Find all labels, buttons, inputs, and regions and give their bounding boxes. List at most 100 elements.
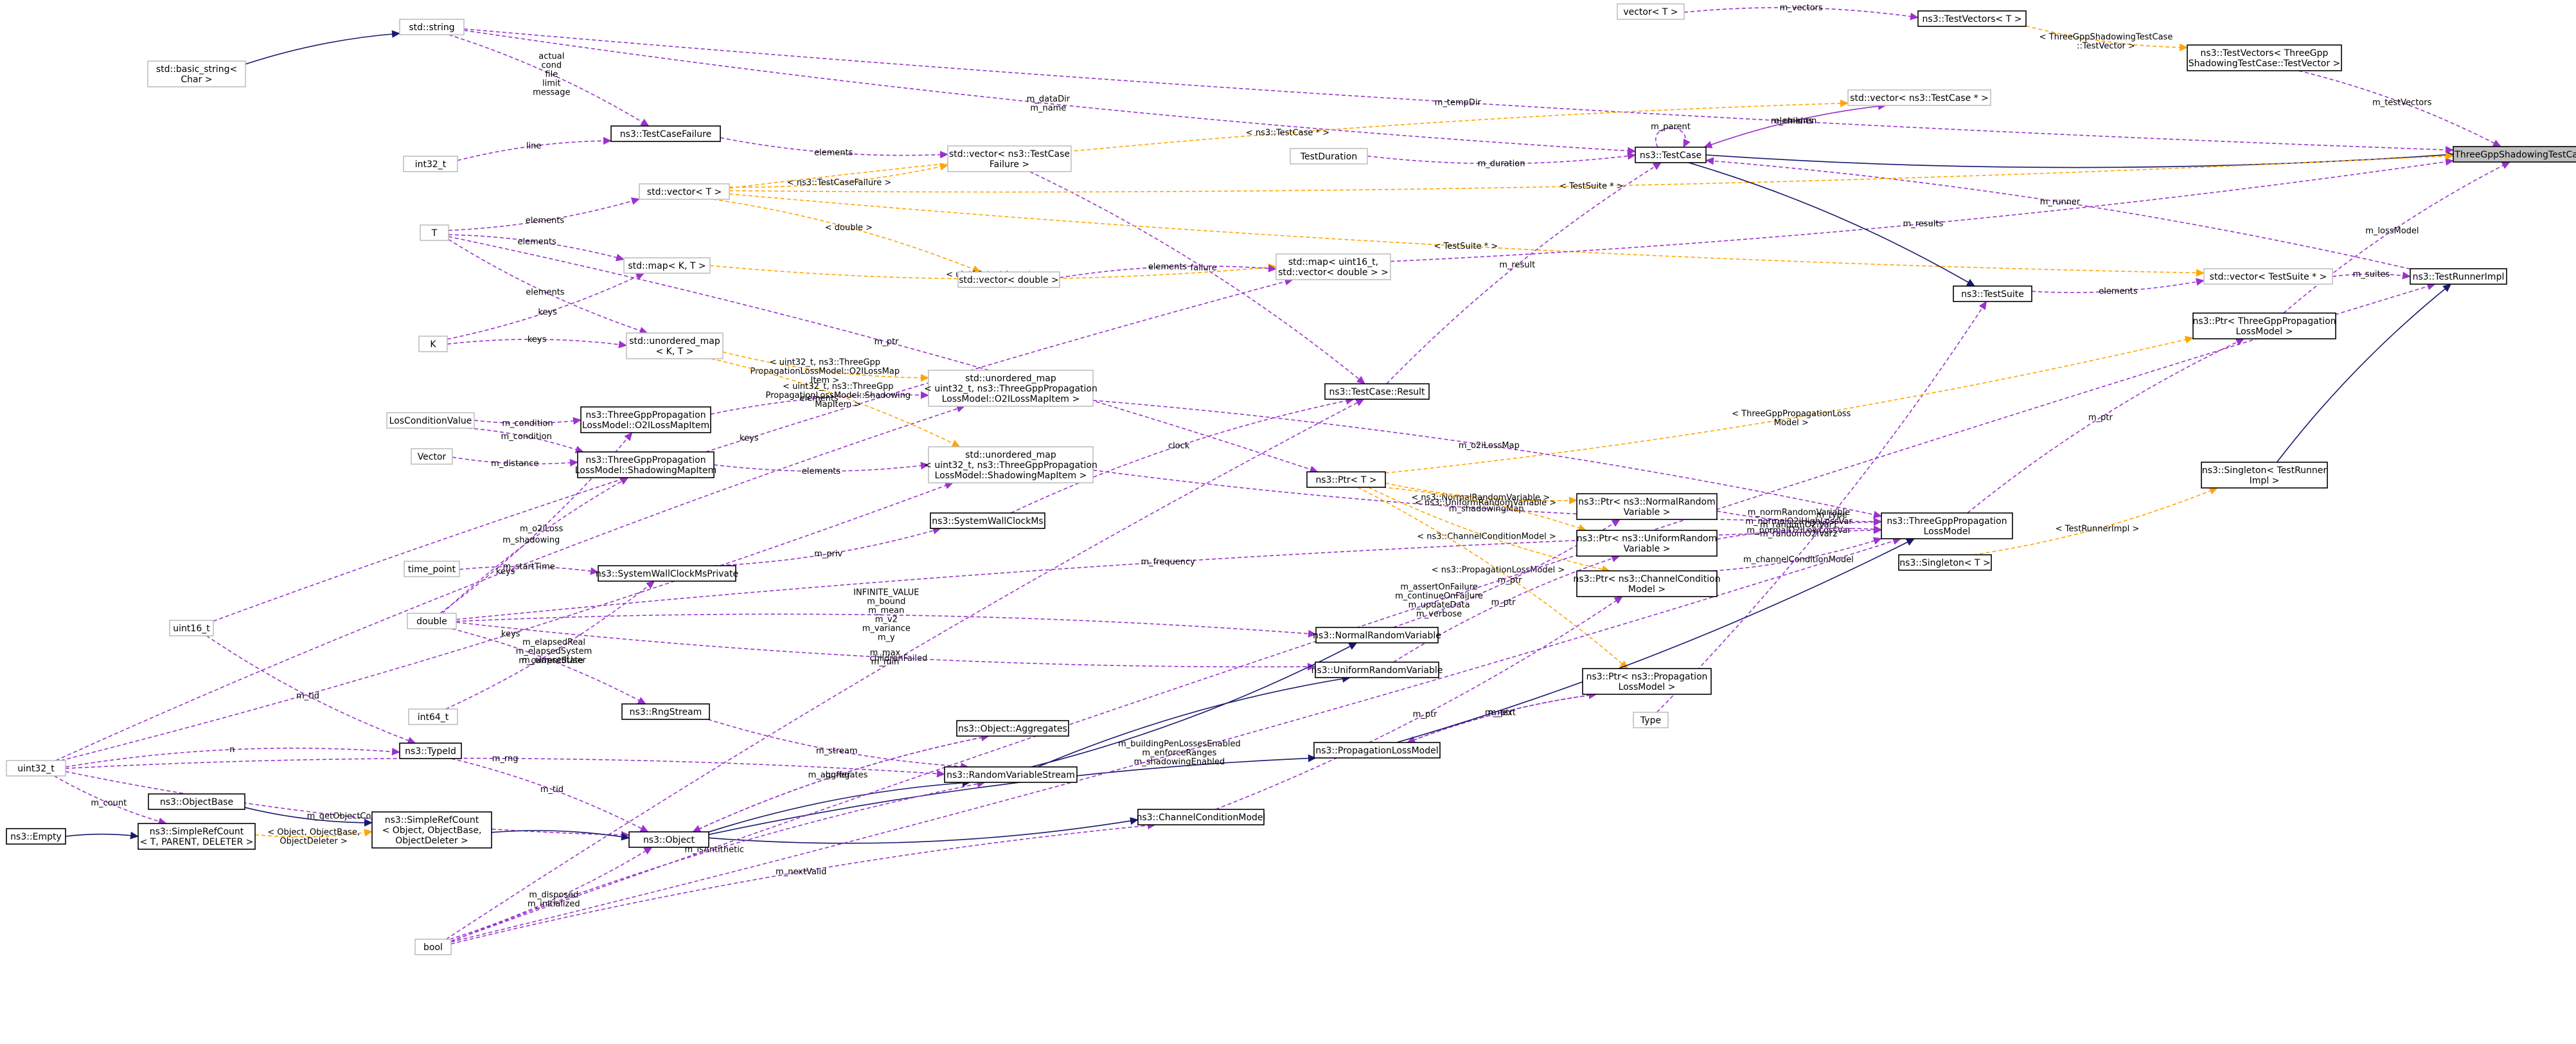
node-label-line: ns3::Empty (10, 832, 62, 842)
node-TestRunnerImpl[interactable]: ns3::TestRunnerImpl (2410, 268, 2507, 285)
edge-stdvecT-to-vecTCF: < ns3::TestCaseFailure > (729, 163, 948, 188)
node-NormalRV[interactable]: ns3::NormalRandomVariable (1313, 627, 1441, 644)
node-label-line: std::vector< double > > (1278, 267, 1389, 278)
node-Vector[interactable]: Vector (411, 448, 453, 465)
node-SRCgeneric[interactable]: ns3::SimpleRefCount< T, PARENT, DELETER … (138, 823, 256, 850)
node-TCResult[interactable]: ns3::TestCase::Result (1324, 383, 1430, 400)
node-TypeId[interactable]: ns3::TypeId (399, 742, 462, 759)
edge-line (441, 477, 629, 614)
edge-label: m_tid (296, 691, 319, 701)
node-SRCobject[interactable]: ns3::SimpleRefCount< Object, ObjectBase,… (371, 811, 492, 849)
node-TestCaseFailure[interactable]: ns3::TestCaseFailure (610, 125, 721, 142)
node-label: ns3::PropagationLossModel (1315, 746, 1438, 756)
node-label-line: ns3::SystemWallClockMs (932, 516, 1043, 526)
edge-label-line: m_verbose (1416, 609, 1462, 619)
node-umapShad[interactable]: std::unordered_map< uint32_t, ns3::Three… (924, 446, 1097, 483)
node-label: std::vector< ns3::TestCase * > (1850, 93, 1989, 104)
edge-label: < ns3::ChannelConditionModel > (1417, 532, 1556, 541)
node-label: int32_t (415, 159, 447, 170)
node-string[interactable]: std::string (399, 19, 465, 35)
node-bool[interactable]: bool (414, 939, 452, 955)
edge-label: < TestSuite * > (1434, 242, 1498, 251)
node-PtrT[interactable]: ns3::Ptr< T > (1306, 471, 1386, 488)
edge-line (1703, 105, 1886, 148)
node-ThreeGppShadowingTestCase[interactable]: ThreeGppShadowingTestCase (2453, 146, 2576, 163)
node-uint32[interactable]: uint32_t (6, 760, 66, 777)
node-Type[interactable]: Type (1633, 712, 1669, 728)
node-umapO2i[interactable]: std::unordered_map< uint32_t, ns3::Three… (924, 370, 1097, 407)
node-mapKT[interactable]: std::map< K, T > (623, 257, 711, 274)
edge-label: keys (538, 308, 557, 318)
node-TestSuite[interactable]: ns3::TestSuite (1953, 285, 2032, 302)
node-mapU16[interactable]: std::map< uint16_t,std::vector< double >… (1275, 253, 1391, 280)
edge-label-line: m_v2 (875, 615, 898, 625)
node-TestCase[interactable]: ns3::TestCase (1635, 147, 1707, 163)
node-box (1633, 712, 1669, 728)
node-TestVectorsT[interactable]: ns3::TestVectors< T > (1917, 10, 2027, 27)
edge-label-line: m_suites (2353, 269, 2390, 279)
node-ObjectBase[interactable]: ns3::ObjectBase (148, 793, 245, 810)
node-int32[interactable]: int32_t (403, 156, 458, 172)
edge-label: line (526, 141, 541, 151)
edge-label: n (229, 745, 235, 755)
node-double[interactable]: double (407, 613, 457, 629)
node-TestDuration[interactable]: TestDuration (1290, 148, 1368, 165)
node-T[interactable]: T (420, 224, 449, 241)
edge-line (448, 197, 640, 231)
node-uint16[interactable]: uint16_t (169, 620, 214, 636)
edge-label-line: m_stream (816, 746, 858, 756)
node-WallPriv[interactable]: ns3::SystemWallClockMsPrivate (596, 565, 738, 582)
node-label-line: std::vector< T > (647, 187, 722, 197)
node-PropLoss[interactable]: ns3::PropagationLossModel (1313, 742, 1441, 759)
node-label: uint32_t (17, 764, 55, 774)
node-box (626, 332, 724, 359)
node-RngStream[interactable]: ns3::RngStream (621, 703, 710, 720)
edge-label-line: < Object, ObjectBase, (267, 828, 360, 838)
node-WallClock[interactable]: ns3::SystemWallClockMs (930, 512, 1045, 529)
node-vecdouble[interactable]: std::vector< double > (957, 271, 1060, 288)
edge-label-line: clock (1168, 442, 1190, 451)
node-LosConditionValue[interactable]: LosConditionValue (386, 412, 475, 429)
node-Object[interactable]: ns3::Object (628, 831, 709, 848)
edge-label: m_frequency (1141, 557, 1196, 567)
edge-label: keys (740, 434, 759, 444)
node-box (1898, 554, 1992, 571)
node-RVStream[interactable]: ns3::RandomVariableStream (944, 766, 1078, 783)
node-Aggregates[interactable]: ns3::Object::Aggregates (956, 720, 1069, 737)
node-stdvecT[interactable]: std::vector< T > (639, 183, 730, 200)
node-box (1315, 662, 1439, 678)
edge-ObjectBase-to-SRCobject (244, 807, 373, 827)
node-umapKT[interactable]: std::unordered_map< K, T > (626, 332, 724, 359)
node-label-line: ns3::ThreeGppPropagation (1887, 516, 2007, 526)
node-basic_string[interactable]: std::basic_string<Char > (147, 60, 246, 87)
node-UniformRV[interactable]: ns3::UniformRandomVariable (1311, 662, 1443, 678)
node-int64[interactable]: int64_t (408, 708, 458, 725)
edge-TestRunnerImpl-to-TestCase: m_runner (1705, 157, 2411, 270)
node-vecTCptr[interactable]: std::vector< ns3::TestCase * > (1847, 89, 1991, 106)
node-vecTestSuite[interactable]: std::vector< TestSuite * > (2203, 268, 2333, 285)
node-timepoint[interactable]: time_point (404, 561, 460, 577)
node-label-line: std::unordered_map (965, 450, 1056, 460)
edge-label: < double > (825, 223, 873, 233)
edge-label-line: m_testVectors (2372, 98, 2432, 108)
node-Empty[interactable]: ns3::Empty (6, 828, 66, 845)
node-SingletonT[interactable]: ns3::Singleton< T > (1898, 554, 1992, 571)
node-vectorT[interactable]: vector< T > (1617, 3, 1685, 20)
node-label-line: ns3::ObjectBase (160, 797, 233, 807)
node-ChannelCond[interactable]: ns3::ChannelConditionModel (1137, 809, 1266, 825)
node-K[interactable]: K (418, 336, 448, 352)
